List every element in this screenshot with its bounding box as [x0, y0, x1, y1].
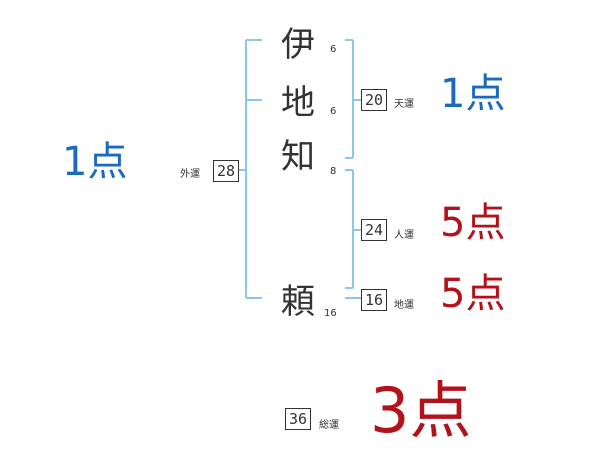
char-3: 知 — [281, 137, 315, 177]
tenun-label: 天運 — [394, 99, 414, 110]
jinun-label: 人運 — [394, 230, 414, 241]
char-1: 伊 — [281, 25, 315, 65]
char-2-strokes: 6 — [330, 106, 337, 117]
char-3-strokes: 8 — [330, 166, 337, 177]
chiun-score: 5点 — [440, 271, 506, 317]
char-4-strokes: 16 — [324, 308, 337, 319]
char-1-strokes: 6 — [330, 44, 337, 55]
jinun-score: 5点 — [440, 200, 506, 246]
gaiun-value-box: 28 — [213, 160, 239, 182]
chiun-label: 地運 — [394, 300, 414, 311]
char-2: 地 — [281, 83, 315, 123]
char-4: 頼 — [281, 282, 315, 322]
jinun-value-box: 24 — [361, 219, 387, 241]
tenun-value-box: 20 — [361, 89, 387, 111]
tenun-score: 1点 — [440, 71, 506, 117]
gaiun-score: 1点 — [62, 139, 128, 185]
souun-score: 3点 — [370, 374, 472, 447]
souun-value-box: 36 — [285, 408, 311, 430]
gaiun-label: 外運 — [180, 169, 200, 180]
souun-label: 総運 — [319, 420, 339, 431]
chiun-value-box: 16 — [361, 289, 387, 311]
